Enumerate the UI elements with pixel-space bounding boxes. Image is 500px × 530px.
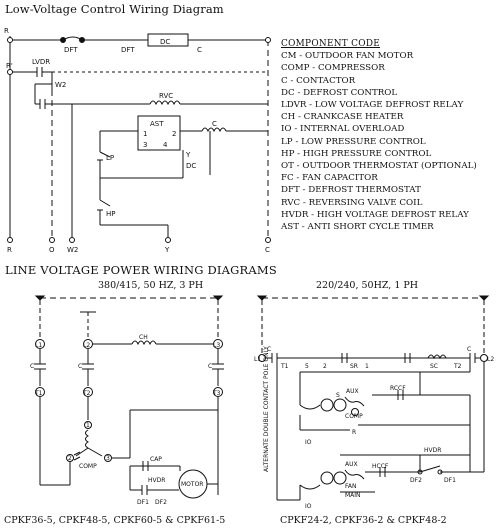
right-label-fan: FAN	[345, 483, 357, 490]
right-label-sr: SR	[350, 363, 358, 370]
right-label-five: 5	[305, 363, 309, 370]
lv-label-dc: DC	[160, 38, 170, 46]
right-label-rccf: RCCF	[390, 385, 406, 392]
right-label-main: MAIN	[345, 492, 361, 499]
lv-label-ldvr: LVDR	[32, 58, 50, 66]
left-label-t3: T3	[212, 390, 221, 397]
lv-label-t1: 1	[143, 130, 147, 138]
lv-label-dft-right: DFT	[121, 46, 135, 54]
lv-bottom-r: R	[7, 246, 12, 254]
legend-item: FC - FAN CAPACITOR	[281, 173, 378, 184]
legend-title: COMPONENT CODE	[281, 39, 381, 49]
legend-item: CM - OUTDOOR FAN MOTOR	[281, 51, 414, 62]
left-label-ch: CH	[139, 334, 148, 341]
left-label-l3: L3	[213, 342, 220, 349]
left-label-motor: MOTOR	[181, 481, 203, 488]
lv-bottom-o: O	[49, 246, 55, 254]
line-voltage-title: LINE VOLTAGE POWER WIRING DIAGRAMS	[5, 263, 277, 277]
legend-item: COMP - COMPRESSOR	[281, 63, 385, 74]
single-phase-header: 220/240, 50HZ, 1 PH	[316, 280, 419, 291]
left-label-comp: COMP	[79, 463, 97, 470]
left-label-hvdr: HVDR	[148, 477, 165, 484]
right-side-note: ALTERNATE DOUBLE CONTACT POLE ONLY	[263, 346, 270, 472]
lv-label-c-top: C	[197, 46, 202, 54]
right-label-aux2: AUX	[345, 461, 358, 468]
right-label-io: IO	[305, 439, 312, 446]
lv-bottom-c: C	[265, 246, 270, 254]
right-label-sc: SC	[430, 363, 438, 370]
lv-label-dc-contact: DC	[186, 162, 196, 170]
lv-label-ast: AST	[150, 120, 164, 128]
left-label-c1: C	[30, 363, 34, 370]
right-label-aux: AUX	[346, 388, 359, 395]
lv-label-rvc: RVC	[159, 92, 173, 100]
left-label-w2: 2	[68, 455, 72, 462]
legend-item: AST - ANTI SHORT CYCLE TIMER	[281, 222, 434, 233]
right-label-comp: COMP	[345, 413, 363, 420]
legend-item: LDVR - LOW VOLTAGE DEFROST RELAY	[281, 100, 464, 111]
left-label-l2: L2	[83, 342, 90, 349]
legend-item: OT - OUTDOOR THERMOSTAT (OPTIONAL)	[281, 161, 477, 172]
left-label-c3: C	[208, 363, 212, 370]
lv-label-t2: 2	[172, 130, 176, 138]
right-label-s: S	[336, 392, 340, 399]
legend-item: C - CONTACTOR	[281, 75, 356, 86]
legend-item: HVDR - HIGH VOLTAGE DEFROST RELAY	[281, 209, 469, 220]
legend-item: HP - HIGH PRESSURE CONTROL	[281, 148, 432, 159]
lv-label-t4: 4	[163, 141, 168, 149]
right-label-two: 2	[323, 363, 327, 370]
lv-label-c-coil: C	[212, 120, 217, 128]
legend-item: DFT - DEFROST THERMOSTAT	[281, 185, 421, 196]
right-label-t1: T1	[280, 363, 289, 370]
right-label-l2: L2	[487, 356, 494, 363]
lv-label-r-prime: R'	[6, 62, 13, 70]
right-label-c-l: C	[267, 346, 271, 353]
legend-item: RVC - REVERSING VALVE COIL	[281, 197, 423, 208]
legend-item: DC - DEFROST CONTROL	[281, 87, 398, 98]
left-label-w1: 1	[86, 422, 90, 429]
right-label-hvdr: HVDR	[424, 447, 441, 454]
lv-label-hp: HP	[106, 210, 116, 218]
right-label-t2: T2	[453, 363, 462, 370]
lv-label-r-top: R	[4, 27, 9, 35]
left-label-t1: T1	[34, 390, 43, 397]
right-label-c-r: C	[467, 346, 471, 353]
left-label-w3: 3	[106, 455, 110, 462]
low-voltage-title: Low-Voltage Control Wiring Diagram	[5, 2, 224, 16]
three-phase-models-caption: CPKF36-5, CPKF48-5, CPKF60-5 & CPKF61-5	[4, 515, 226, 526]
legend-item: CH - CRANKCASE HEATER	[281, 112, 404, 123]
right-label-r: R	[352, 429, 356, 436]
right-label-df2: DF2	[410, 477, 422, 484]
left-label-l1: L1	[35, 342, 42, 349]
left-label-t2: T2	[82, 390, 91, 397]
legend-item: IO - INTERNAL OVERLOAD	[281, 124, 405, 135]
right-label-l1: L1	[254, 356, 261, 363]
legend-item: LP - LOW PRESSURE CONTROL	[281, 136, 426, 147]
right-label-hccf: HCCF	[372, 463, 389, 470]
lv-label-w2: W2	[55, 81, 66, 89]
left-label-c2: C	[78, 363, 82, 370]
lv-bottom-y: Y	[164, 246, 170, 254]
lv-label-lp: LP	[106, 154, 114, 162]
right-label-io2: IO	[305, 503, 312, 510]
left-label-cap: CAP	[150, 456, 162, 463]
lv-bottom-w2: W2	[67, 246, 78, 254]
three-phase-header: 380/415, 50 HZ, 3 PH	[98, 280, 204, 291]
right-label-df1: DF1	[444, 477, 456, 484]
single-phase-models-caption: CPKF24-2, CPKF36-2 & CPKF48-2	[280, 515, 447, 526]
lv-label-y: Y	[185, 151, 191, 159]
right-label-one: 1	[365, 363, 369, 370]
left-label-df1: DF1	[137, 499, 149, 506]
lv-label-dft-contact: DFT	[64, 46, 78, 54]
component-legend: COMPONENT CODE CM - OUTDOOR FAN MOTOR CO…	[281, 38, 477, 233]
lv-label-t3: 3	[143, 141, 147, 149]
left-label-df2: DF2	[155, 499, 167, 506]
